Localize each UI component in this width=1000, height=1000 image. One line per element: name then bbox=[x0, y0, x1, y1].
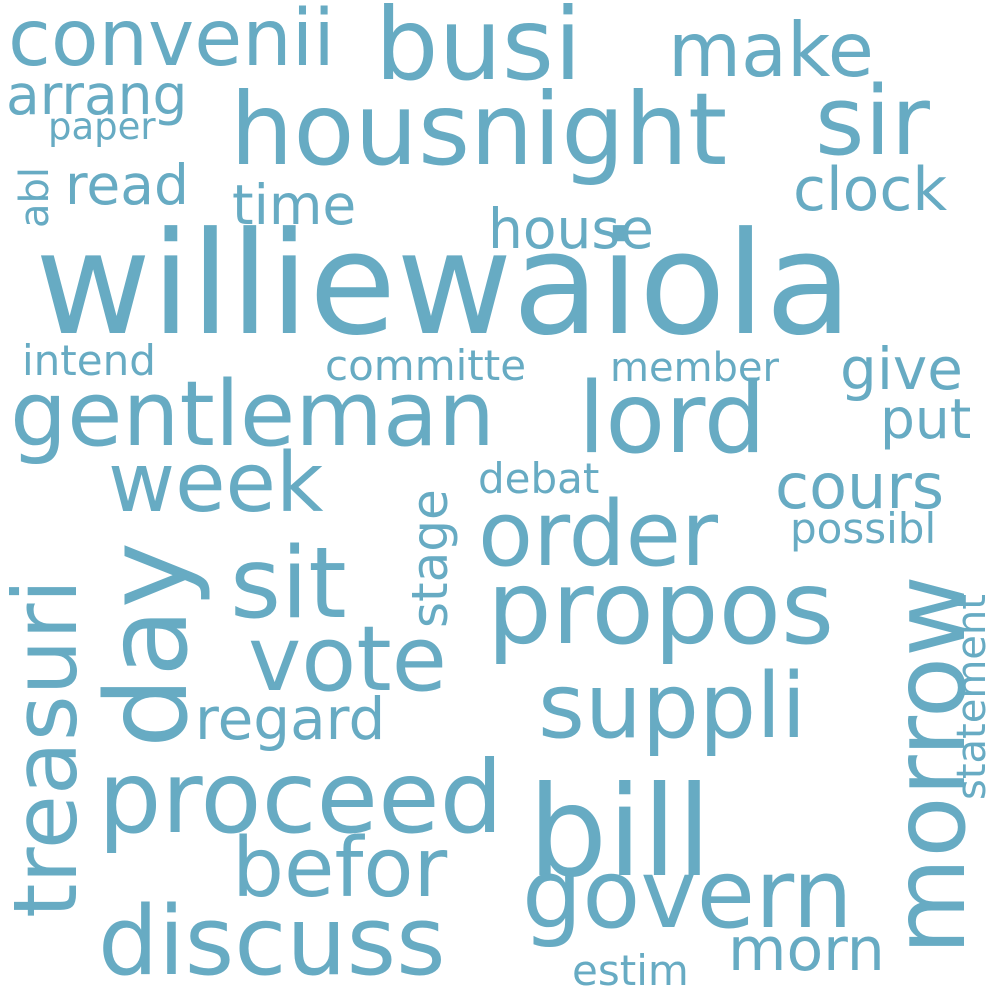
word-intend: intend bbox=[22, 336, 156, 385]
word-abl: abl bbox=[12, 166, 58, 228]
word-treasuri: treasuri bbox=[0, 578, 97, 918]
word-regard: regard bbox=[195, 685, 386, 753]
word-propos: propos bbox=[487, 549, 835, 668]
word-gentleman: gentleman bbox=[10, 362, 496, 467]
word-befor: befor bbox=[232, 821, 448, 916]
word-estim: estim bbox=[572, 946, 689, 995]
word-give: give bbox=[840, 335, 963, 403]
word-week: week bbox=[108, 436, 324, 531]
word-time: time bbox=[232, 173, 357, 237]
word-busi: busi bbox=[375, 0, 582, 103]
word-put: put bbox=[880, 387, 972, 451]
word-bill: bill bbox=[528, 760, 712, 905]
word-lord: lord bbox=[578, 362, 766, 476]
word-read: read bbox=[65, 153, 189, 217]
word-arrang: arrang bbox=[6, 63, 188, 127]
word-morn: morn bbox=[728, 915, 885, 985]
word-order: order bbox=[478, 482, 718, 587]
word-williewaiola: williewaiola bbox=[35, 202, 853, 367]
word-cours: cours bbox=[775, 450, 945, 523]
word-member: member bbox=[610, 345, 779, 391]
word-make: make bbox=[668, 6, 874, 94]
word-govern: govern bbox=[522, 840, 853, 950]
word-day: day bbox=[83, 541, 213, 748]
word-clock: clock bbox=[793, 155, 948, 225]
word-possibl: possibl bbox=[790, 504, 937, 553]
word-discuss: discuss bbox=[98, 887, 446, 997]
word-paper: paper bbox=[48, 105, 156, 148]
word-vote: vote bbox=[248, 607, 447, 712]
word-housnight: housnight bbox=[230, 71, 728, 188]
word-committe: committe bbox=[325, 341, 527, 390]
word-debat: debat bbox=[478, 454, 600, 503]
word-house: house bbox=[488, 197, 654, 261]
word-suppli: suppli bbox=[538, 654, 807, 759]
word-convenii: convenii bbox=[8, 0, 335, 84]
word-sir: sir bbox=[815, 67, 930, 177]
word-sit: sit bbox=[230, 527, 347, 641]
word-statement: statement bbox=[949, 594, 995, 800]
word-proceed: proceed bbox=[98, 739, 504, 856]
